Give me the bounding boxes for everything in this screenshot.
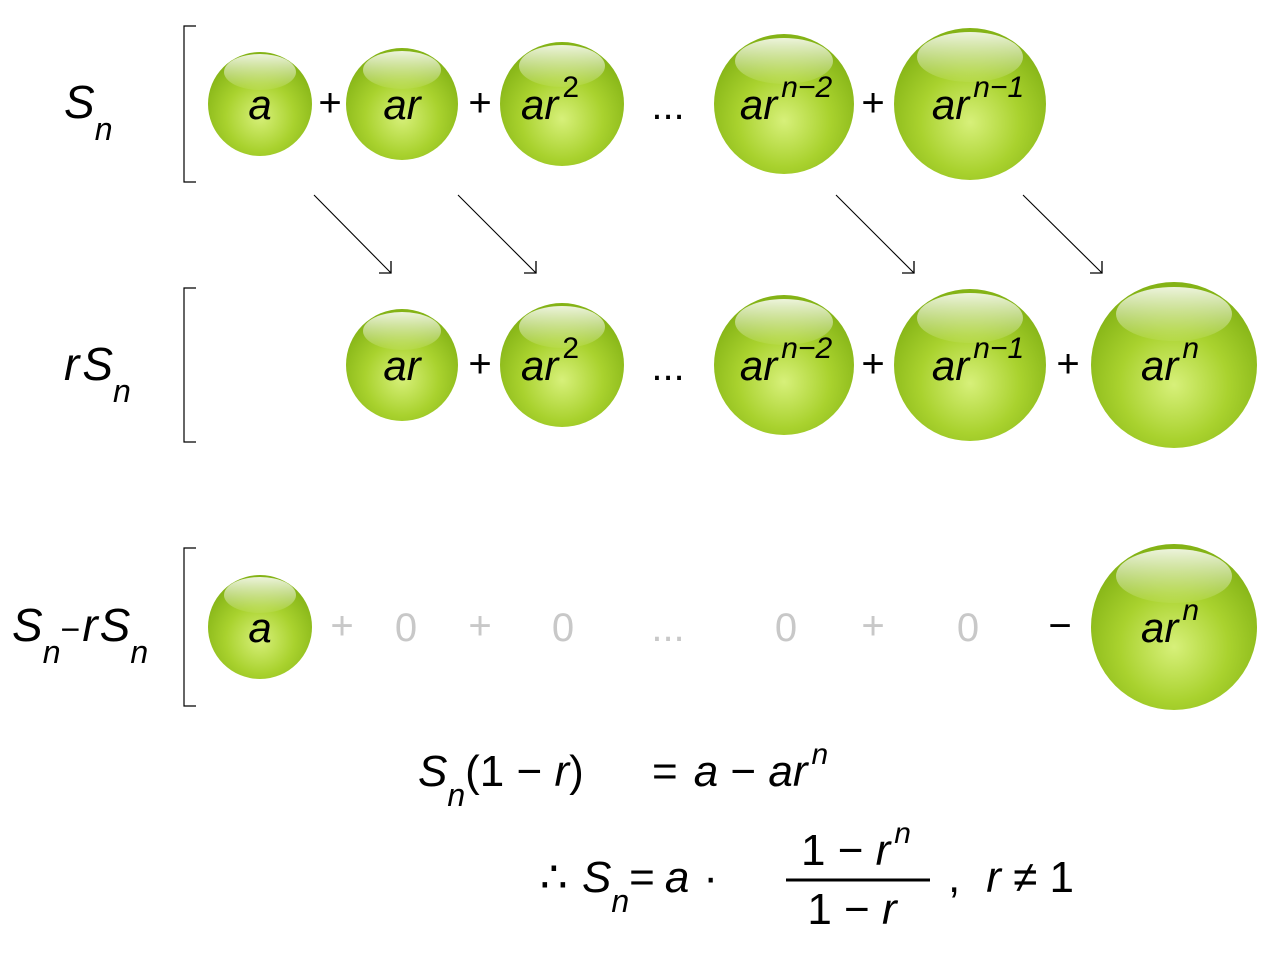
zero-term: 0 — [775, 606, 797, 650]
ball-ar: ar — [346, 309, 458, 421]
zero-term: 0 — [957, 606, 979, 650]
plus-sign: + — [861, 342, 884, 386]
ellipsis: ... — [651, 345, 684, 389]
plus-sign: + — [468, 81, 491, 125]
ellipsis-gray: ... — [651, 606, 684, 650]
row-sn-bracket — [183, 25, 196, 183]
minus-sign: − — [1048, 604, 1071, 648]
term-a: a — [248, 604, 271, 651]
fraction-denominator: 1 − r — [807, 885, 899, 934]
plus-sign-gray: + — [861, 604, 884, 648]
arrow — [835, 194, 915, 274]
condition: ,r ≠ 1 — [948, 853, 1074, 902]
ball-a: a — [208, 52, 312, 156]
plus-sign: + — [861, 81, 884, 125]
term-ar: ar — [383, 81, 422, 128]
arrow — [313, 194, 392, 274]
ellipsis: ... — [651, 84, 684, 128]
ball-a: a — [208, 575, 312, 679]
arrow — [457, 194, 537, 274]
row-difference-bracket — [183, 547, 196, 707]
plus-sign: + — [318, 81, 341, 125]
zero-term: 0 — [395, 606, 417, 650]
row-sn-label: Sn — [64, 76, 112, 147]
plus-sign-gray: + — [468, 604, 491, 648]
ball-ar: ar — [346, 48, 458, 160]
plus-sign: + — [1056, 342, 1079, 386]
shift-arrows — [313, 194, 1103, 274]
term-ar: ar — [383, 342, 422, 389]
plus-sign: + — [468, 342, 491, 386]
equation-lhs: Sn(1 − r) — [418, 747, 584, 813]
row-rsn-bracket — [183, 287, 196, 443]
plus-sign-gray: + — [330, 604, 353, 648]
row-difference-label: Sn−rSn — [12, 599, 148, 670]
row-rsn-label: rSn — [64, 338, 131, 409]
equation-result-lhs: ∴Sn=a· — [540, 853, 718, 919]
arrow — [1022, 194, 1103, 274]
term-a: a — [248, 81, 271, 128]
zero-term: 0 — [552, 606, 574, 650]
